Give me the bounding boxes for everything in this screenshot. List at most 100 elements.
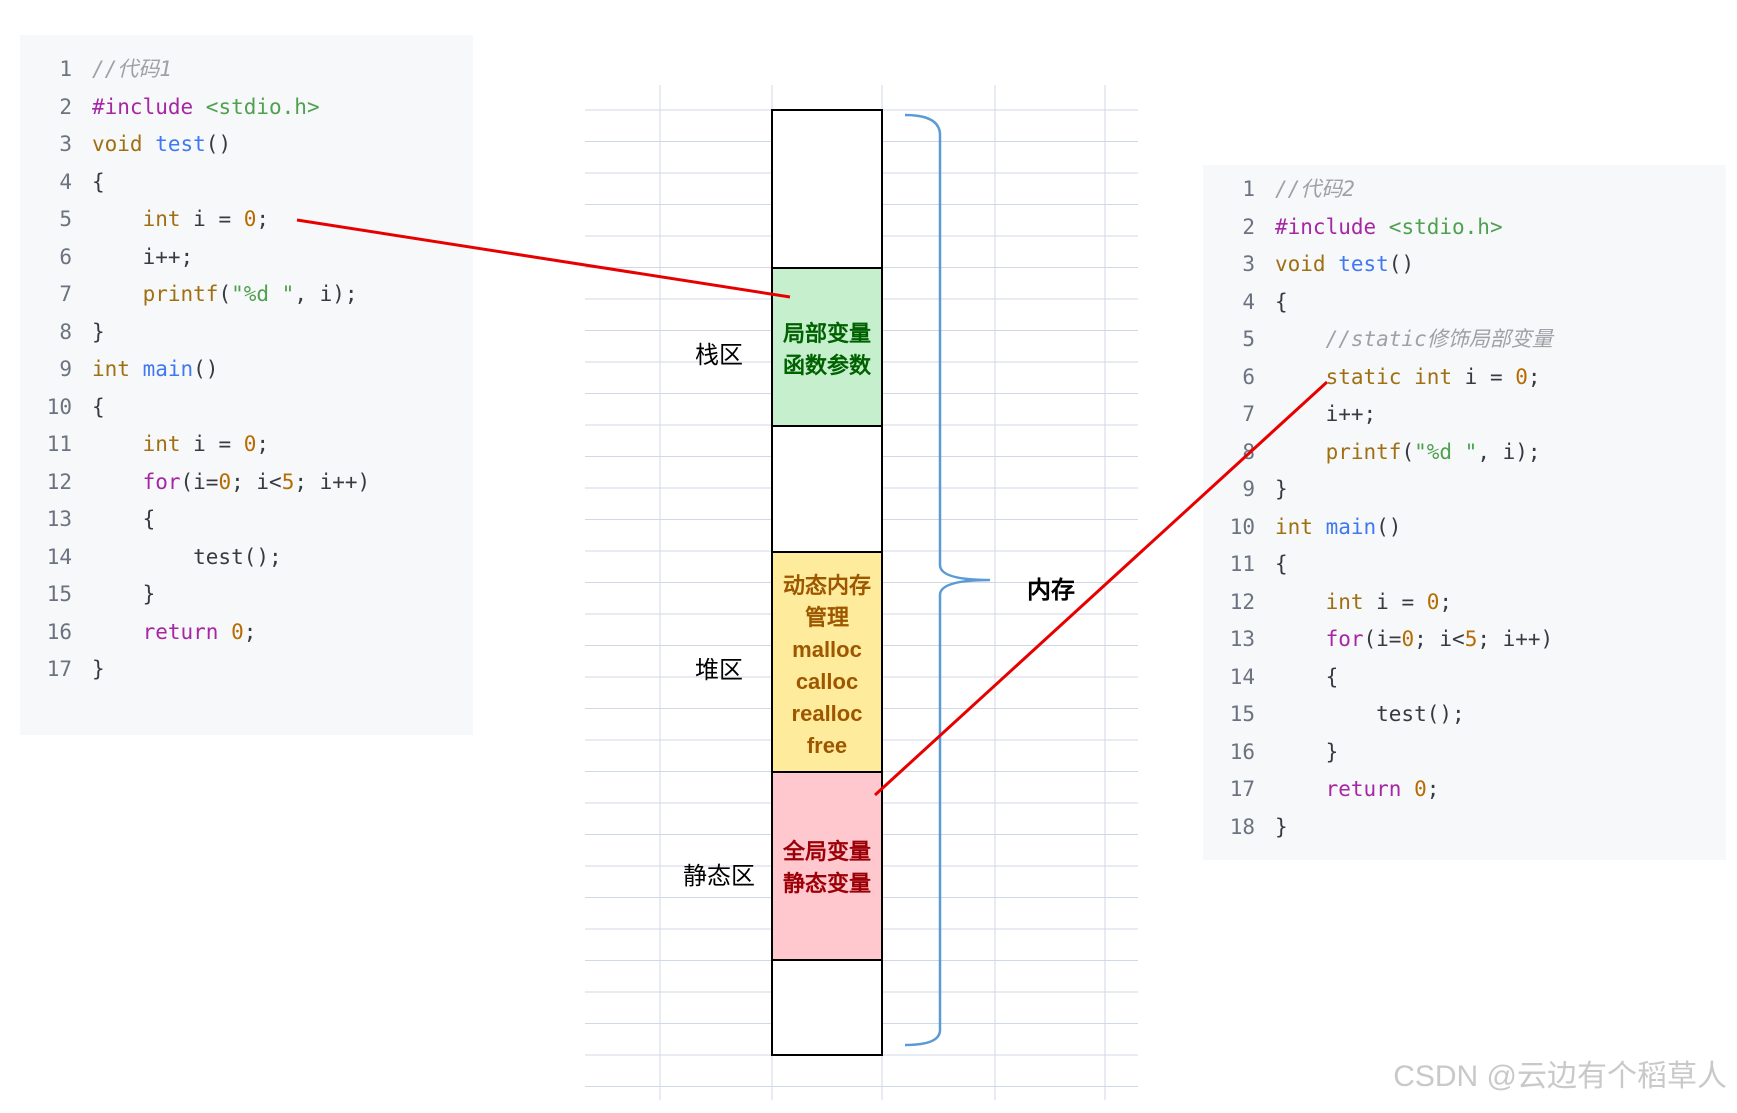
code-token: test(); — [1275, 702, 1465, 726]
code-text: { — [92, 501, 156, 538]
code-text: int i = 0; — [92, 201, 269, 238]
code-token: 0 — [243, 207, 257, 231]
line-number: 3 — [59, 132, 72, 156]
code-token: } — [92, 657, 105, 681]
code-text: { — [92, 389, 105, 426]
code-text: { — [92, 164, 105, 201]
code-token: ( — [218, 282, 232, 306]
code-text: printf("%d ", i); — [92, 276, 358, 313]
code-token: printf — [142, 282, 219, 306]
line-number: 7 — [59, 282, 72, 306]
code-token: i = — [180, 207, 244, 231]
zone-label-heap: 堆区 — [695, 657, 743, 684]
code-token: ; i< — [1414, 627, 1465, 651]
code-token: ; i++) — [1477, 627, 1554, 651]
line-number: 14 — [46, 544, 72, 569]
line-number: 8 — [59, 319, 72, 344]
code-token: ( — [1401, 439, 1415, 464]
line-number: 11 — [1229, 552, 1255, 576]
code-token: i = — [1363, 589, 1427, 614]
line-number: 15 — [46, 582, 72, 606]
code-text: int main() — [92, 351, 218, 388]
memory-brace — [904, 113, 991, 1047]
code-token: return — [142, 619, 232, 644]
line-number: 13 — [1229, 627, 1255, 651]
line-number: 4 — [1242, 289, 1255, 314]
heap-line-6: free — [806, 733, 848, 758]
code-token: { — [1275, 664, 1339, 689]
code-text: } — [92, 651, 105, 688]
code-text: i++; — [92, 239, 194, 276]
code-token: i++; — [92, 244, 194, 269]
line-number: 12 — [46, 469, 72, 494]
code-text: static int i = 0; — [1275, 359, 1541, 396]
code-text: #include <stdio.h> — [1275, 209, 1503, 246]
code-text: int main() — [1275, 509, 1401, 546]
code-token: test — [1338, 252, 1389, 276]
code-token: { — [92, 169, 105, 194]
line-number: 2 — [59, 94, 72, 119]
code-token: ; — [1439, 589, 1453, 614]
line-number: 13 — [46, 507, 72, 531]
code-token: { — [92, 507, 156, 531]
code-token: void — [92, 132, 156, 156]
line-number: 12 — [1229, 589, 1255, 614]
line-number: 4 — [59, 169, 72, 194]
code-text: return 0; — [1275, 771, 1440, 808]
code-token: ; — [243, 619, 257, 644]
stack-line-1: 局部变量 — [782, 321, 871, 346]
code-text: void test() — [92, 126, 231, 163]
code-text: test(); — [1275, 696, 1465, 733]
line-number: 17 — [1229, 777, 1255, 801]
code-token: 0 — [1401, 627, 1415, 651]
code-token: test(); — [92, 544, 282, 569]
code-token: 0 — [1426, 589, 1440, 614]
heap-line-4: calloc — [795, 669, 859, 694]
line-number: 3 — [1242, 252, 1255, 276]
segment-static-fill — [771, 771, 883, 961]
code-token: ; i++) — [294, 469, 371, 494]
code-token: <stdio.h> — [1388, 214, 1503, 239]
code-text: i++; — [1275, 396, 1377, 433]
code-token: //代码2 — [1275, 177, 1355, 201]
line-number: 6 — [59, 244, 72, 269]
zone-label-stack: 栈区 — [695, 342, 743, 369]
code-token: i++; — [1275, 402, 1377, 426]
code-token: ; i< — [231, 469, 282, 494]
code-token: () — [193, 357, 219, 381]
segment-gap — [771, 425, 883, 553]
code-token: for — [142, 469, 181, 494]
code-token: } — [1275, 739, 1339, 764]
code-text: int i = 0; — [92, 426, 269, 463]
arrow-local-var — [296, 218, 791, 299]
segment-stack-top — [771, 109, 883, 269]
code-token: 0 — [231, 619, 244, 644]
code-text: } — [92, 576, 156, 613]
code-token: } — [1275, 814, 1288, 839]
code-token: , i); — [294, 282, 358, 306]
code-text: } — [1275, 471, 1288, 508]
code-token: } — [92, 582, 156, 606]
code-text: for(i=0; i<5; i++) — [92, 464, 371, 501]
code-token: test — [155, 132, 206, 156]
heap-segment-label: 动态内存 管理 malloc calloc realloc free — [772, 570, 882, 762]
static-segment-label: 全局变量 静态变量 — [772, 836, 882, 900]
code-token: main — [142, 357, 194, 381]
code-text: return 0; — [92, 614, 257, 651]
code-token: "%d " — [1414, 439, 1478, 464]
code-token: } — [92, 319, 105, 344]
code-token: () — [1388, 252, 1415, 276]
code-token: int — [92, 357, 143, 381]
line-number: 11 — [46, 432, 72, 456]
line-number: 14 — [1229, 664, 1255, 689]
code-token: () — [205, 132, 232, 156]
line-number: 16 — [46, 619, 72, 644]
code-token: printf — [1325, 439, 1402, 464]
code-token: ; — [1426, 777, 1440, 801]
code-token: void — [1275, 252, 1339, 276]
code-text: void test() — [1275, 246, 1414, 283]
code-token: int — [142, 432, 181, 456]
line-number: 7 — [1242, 402, 1255, 426]
segment-bottom — [771, 959, 883, 1056]
